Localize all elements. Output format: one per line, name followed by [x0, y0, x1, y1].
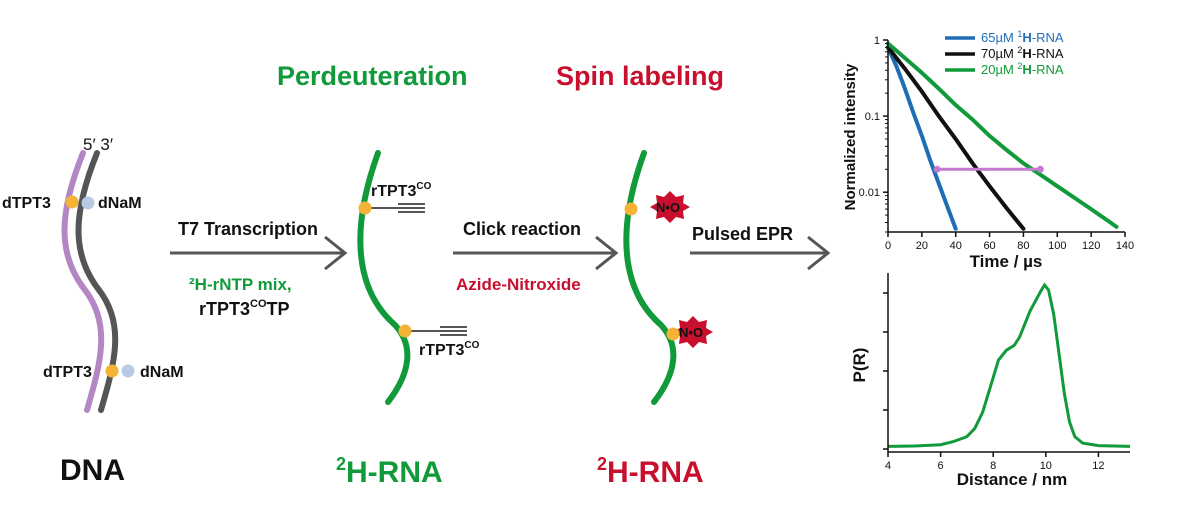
nitroxide-star-bottom: [673, 316, 713, 348]
c2-ticks-group: 4 6 8 10 12: [883, 292, 1105, 472]
c2-xtick-label: 6: [938, 460, 944, 472]
chart-deer-decay: 0 20 40 60 80 100 120 140 1 0.1 0.01 Time / µs Nor…: [842, 29, 1134, 271]
dna-base-dnam-lower: [121, 364, 135, 378]
dna-label-dnam-upper: dNaM: [98, 195, 142, 212]
c1-series-line-2: [886, 41, 1119, 229]
step2-reagent: Azide-Nitroxide: [456, 275, 581, 294]
dna-base-dnam-upper: [81, 196, 95, 210]
c2-ylabel: P(R): [850, 348, 869, 383]
c1-series-line-1: [886, 45, 1026, 231]
c2-xtick-label: 4: [885, 460, 891, 472]
c1-ticks-group: 0 20 40 60 80 100 120 140 1 0.1 0.01: [859, 35, 1135, 252]
c1-ylabel: Normalized intensity: [842, 63, 859, 210]
rna2-base-top: [624, 202, 638, 216]
nitroxide-star-top: [650, 191, 690, 223]
c2-xlabel: Distance / nm: [957, 470, 1068, 489]
c1-legend-label-0: 65µM 1H-RNA: [981, 29, 1064, 45]
arrow-step1: [170, 235, 348, 271]
c1-ytick-label: 0.01: [859, 187, 880, 199]
c2-xtick-label: 8: [990, 460, 996, 472]
c1-xtick-label: 80: [1017, 240, 1029, 252]
step3-label: Pulsed EPR: [692, 224, 793, 244]
rna1-caption: 2H-RNA: [336, 454, 443, 489]
c1-xtick-label: 100: [1048, 240, 1066, 252]
c1-xtick-label: 40: [950, 240, 962, 252]
alkyne-handle-bottom: [408, 326, 467, 336]
chart-distance-distribution: 4 6 8 10 12 Distance / nm P(R): [850, 273, 1131, 489]
rna-spin-labeled: [623, 150, 713, 405]
dna-label-dtpt3-lower: dTPT3: [43, 364, 92, 381]
c1-xtick-label: 120: [1082, 240, 1100, 252]
rna1-base-top: [358, 201, 372, 215]
c1-series-group: [886, 41, 1119, 231]
c1-legend-label-2: 20µM 2H-RNA: [981, 61, 1064, 77]
step1-reagents-line1: ²H-rNTP mix,: [189, 275, 292, 294]
dna-ends-label: 5′ 3′: [83, 135, 113, 154]
rna2-caption: 2H-RNA: [597, 454, 704, 489]
c1-xtick-label: 140: [1116, 240, 1134, 252]
rna-unlabeled: [357, 150, 467, 405]
dna-label-dnam-lower: dNaM: [140, 364, 184, 381]
rna1-base-bottom: [398, 324, 412, 338]
c1-series-line-0: [886, 45, 958, 231]
alkyne-handle-top: [368, 203, 425, 213]
c1-ytick-label: 0.1: [865, 111, 880, 123]
c2-series-line: [887, 282, 1131, 448]
c2-xtick-label: 12: [1092, 460, 1104, 472]
nitroxide-label-top: N•O: [656, 200, 680, 215]
step1-label: T7 Transcription: [178, 219, 318, 239]
dna-base-dtpt3-lower: [105, 364, 119, 378]
step2-label: Click reaction: [463, 219, 581, 239]
step1-reagents-line2: rTPT3COTP: [199, 298, 290, 319]
heading-perdeuteration: Perdeuteration: [277, 61, 468, 91]
dna-duplex: [61, 150, 135, 413]
c1-annotation-dot-end: [1036, 165, 1044, 173]
rna1-label-bottom: rTPT3CO: [419, 340, 480, 359]
dna-caption: DNA: [60, 454, 125, 487]
rna1-label-top: rTPT3CO: [371, 181, 432, 200]
c1-ytick-label: 1: [874, 35, 880, 47]
dna-base-dtpt3-upper: [65, 195, 79, 209]
c1-xlabel: Time / µs: [970, 252, 1043, 271]
dna-label-dtpt3-upper: dTPT3: [2, 195, 51, 212]
rna2-base-bottom: [666, 327, 680, 341]
arrow-step2: [453, 235, 619, 271]
heading-spin-labeling: Spin labeling: [556, 61, 724, 91]
c1-xtick-label: 0: [885, 240, 891, 252]
c1-annotation-dot-start: [933, 165, 941, 173]
arrow-step3: [690, 235, 831, 271]
c1-xtick-label: 60: [983, 240, 995, 252]
nitroxide-label-bottom: N•O: [679, 325, 703, 340]
c1-xtick-label: 20: [916, 240, 928, 252]
rna-strand-2: [623, 150, 677, 405]
c2-xtick-label: 10: [1040, 460, 1052, 472]
c1-legend-label-1: 70µM 2H-RNA: [981, 45, 1064, 61]
